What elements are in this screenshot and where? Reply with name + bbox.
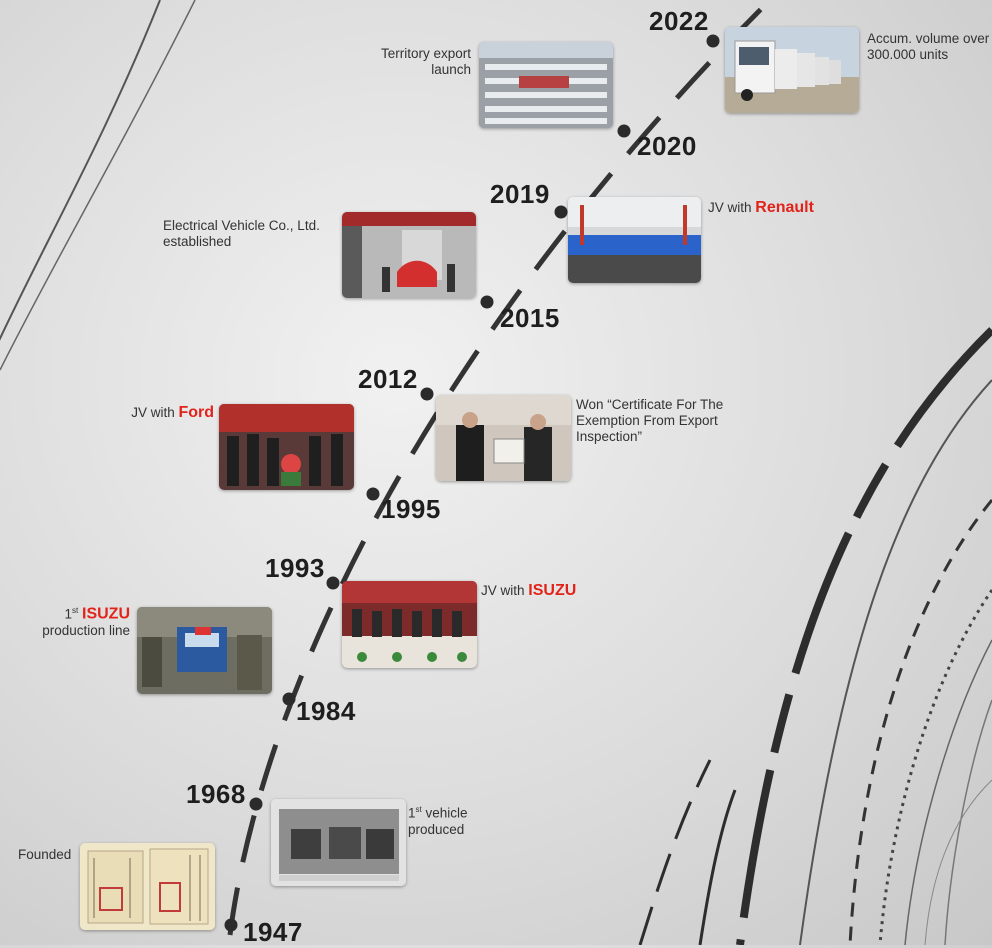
milestone-dot-1947 — [224, 918, 238, 932]
milestone-dot-1995 — [366, 487, 380, 501]
milestone-dot-2012 — [420, 387, 434, 401]
photo-founding-document — [80, 843, 215, 930]
milestone-label-2019: JV with Renault — [708, 199, 814, 216]
milestone-year-2012: 2012 — [358, 364, 418, 394]
milestone-label-1995: JV with Ford — [131, 404, 214, 421]
milestone-label-1993: JV with ISUZU — [481, 582, 577, 599]
milestone-dot-2020 — [617, 124, 631, 138]
photo-export-parking-lot — [479, 42, 613, 128]
milestone-label-1947: Founded — [18, 847, 72, 862]
photo-truck-fleet — [725, 27, 859, 113]
photo-isuzu-jv-ceremony — [342, 581, 477, 668]
milestone-year-1995: 1995 — [381, 494, 441, 524]
timeline-line — [227, 0, 772, 936]
milestone-label-1968: 1st vehicle produced — [408, 805, 468, 837]
photo-ev-company-unveiling — [342, 212, 476, 298]
milestone-year-2019: 2019 — [490, 179, 550, 209]
photo-certificate-award — [436, 395, 571, 481]
milestone-dot-1968 — [249, 797, 263, 811]
milestone-dot-1984 — [282, 692, 296, 706]
milestone-label-2012: Won “Certificate For The Exemption From … — [576, 397, 724, 444]
milestone-label-2020: Territory export launch — [380, 46, 471, 77]
milestone-dot-2022 — [706, 34, 720, 48]
milestone-label-1984: 1st ISUZU production line — [42, 605, 130, 638]
milestone-year-2022: 2022 — [649, 6, 709, 36]
photo-ford-jv-signing — [219, 404, 354, 490]
photo-renault-jv-group — [568, 197, 701, 283]
photo-isuzu-production-line — [137, 607, 272, 694]
milestone-dot-2015 — [480, 295, 494, 309]
milestone-year-2020: 2020 — [637, 131, 697, 161]
milestone-dot-2019 — [554, 205, 568, 219]
photo-first-vehicle — [271, 799, 406, 886]
milestone-label-2015: Electrical Vehicle Co., Ltd. established — [163, 218, 320, 249]
milestone-year-1968: 1968 — [186, 779, 246, 809]
milestone-label-2022: Accum. volume over 300.000 units — [867, 31, 990, 62]
milestone-year-1947: 1947 — [243, 917, 303, 947]
milestone-year-2015: 2015 — [500, 303, 560, 333]
milestone-dot-1993 — [326, 576, 340, 590]
milestone-year-1993: 1993 — [265, 553, 325, 583]
milestone-year-1984: 1984 — [296, 696, 356, 726]
